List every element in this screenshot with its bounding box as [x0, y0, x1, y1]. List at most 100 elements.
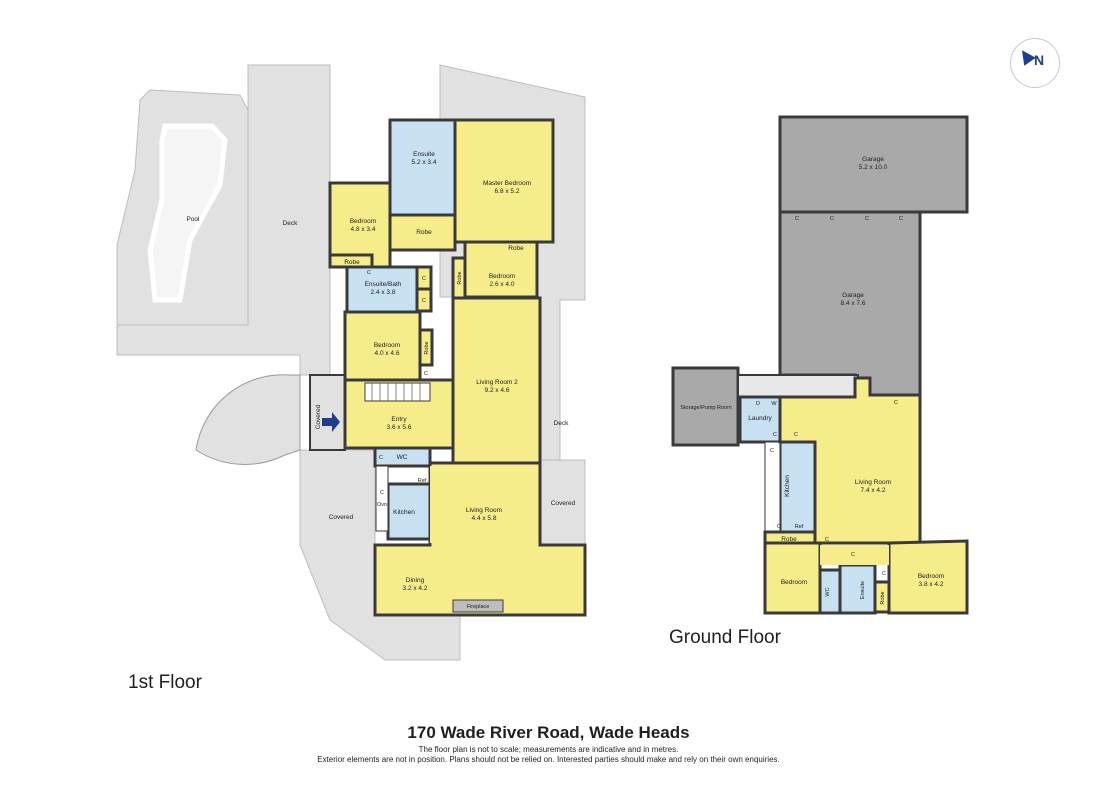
first-floor-labels: Pool Deck Deck Covered Covered Covered E… [186, 151, 575, 610]
storage-label: Storage/Pump Room [680, 405, 732, 411]
kitchen-living-fill [430, 466, 538, 543]
oven-label: Ovn [377, 502, 387, 508]
entrance-arrow-icon [322, 412, 340, 432]
w-label: W [771, 401, 777, 407]
dining-size: 3.2 x 4.2 [403, 585, 428, 592]
gf-hall [820, 545, 889, 565]
gf-robe-b-label: Robe [880, 591, 886, 604]
spiral-stairs [195, 374, 301, 465]
ground-floor-plan [671, 115, 969, 615]
gf-robe-a-room [763, 530, 817, 545]
bedroom1-size: 4.8 x 3.4 [351, 226, 376, 233]
ensuite-name: Ensuite [413, 151, 435, 158]
bedroom3-name: Bedroom [374, 342, 400, 349]
gf-c2: C [794, 432, 798, 438]
closet-c2-label: C [422, 298, 426, 304]
laundry-room [738, 395, 782, 444]
entry-stairs [364, 382, 431, 402]
kitchen-bench-left [375, 465, 389, 532]
first-floor-title: 1st Floor [128, 672, 202, 693]
garage1-name: Garage [862, 156, 884, 163]
living2-size: 9.2 x 4.6 [485, 387, 510, 394]
pool-outline [147, 123, 228, 303]
bedroom2-size: 2.6 x 4.0 [490, 281, 515, 288]
fireplace-box [452, 599, 504, 613]
north-compass: N [1010, 38, 1060, 88]
garage-c3: C [865, 216, 869, 222]
disclaimer-line-1: The floor plan is not to scale; measurem… [418, 745, 679, 754]
ensuite-bath-name: Ensuite/Bath [365, 281, 402, 288]
garage-c1: C [795, 216, 799, 222]
garage1-size: 5.2 x 10.0 [859, 164, 888, 171]
master-name: Master Bedroom [483, 180, 531, 187]
bedroom1-name: Bedroom [350, 218, 376, 225]
robe-e-label: Robe [424, 341, 430, 354]
gf-ensuite-room [838, 563, 877, 615]
bedroom3-size: 4.0 x 4.6 [375, 350, 400, 357]
living-name: Living Room [466, 507, 502, 514]
robe-b-label: Robe [344, 259, 360, 266]
garage-c2: C [830, 216, 834, 222]
gf-c6: C [825, 537, 829, 543]
entry-size: 3.6 x 5.6 [387, 424, 412, 431]
master-size: 6.8 x 5.2 [495, 188, 520, 195]
gf-bedroom-right-size: 3.8 x 4.2 [919, 581, 944, 588]
ensuite-size: 5.2 x 3.4 [412, 159, 437, 166]
robe-e-room [418, 328, 434, 367]
gf-ref-label: Ref [795, 524, 804, 530]
closet-c1-label: C [422, 276, 426, 282]
robe-c-label: Robe [508, 245, 524, 252]
ensuite-bath-room [345, 265, 419, 314]
exterior-covered-left [299, 449, 461, 661]
wc-label: WC [397, 454, 408, 461]
gf-c5: C [777, 524, 781, 530]
gf-kitchen-bench [764, 441, 781, 533]
gf-bedroom-right-room [887, 539, 969, 615]
covered-right-label: Covered [551, 500, 576, 507]
gf-ensuite-label: Ensuite [860, 581, 866, 599]
garage-c4: C [899, 216, 903, 222]
master-bedroom-room [453, 118, 555, 244]
disclaimer-line-2: Exterior elements are not in position. P… [317, 755, 780, 764]
ensuite-bath-size: 2.4 x 3.8 [371, 289, 396, 296]
gf-c1: C [773, 432, 777, 438]
robe-d-label: Robe [457, 271, 463, 284]
robe-a-room [388, 213, 457, 252]
gf-c8: C [882, 571, 886, 577]
gf-c7: C [851, 552, 855, 558]
ground-floor-title: Ground Floor [669, 627, 781, 648]
kitchen-label: Kitchen [393, 509, 415, 516]
ground-floor-labels: Garage 5.2 x 10.0 C C C C Garage 8.4 x 7… [680, 156, 944, 605]
ref-label: Ref [418, 478, 427, 484]
gf-robe-a-label: Robe [781, 536, 797, 543]
garage2-size: 8.4 x 7.6 [841, 300, 866, 307]
covered-left-label: Covered [329, 514, 354, 521]
closet-c2 [415, 287, 433, 313]
gf-bedroom-left-room [763, 541, 822, 615]
bedroom1-room [328, 181, 392, 269]
closet-c3-label: C [367, 270, 371, 276]
kitchen-room [386, 482, 432, 541]
deck-right-label: Deck [554, 420, 570, 427]
bedroom2-name: Bedroom [489, 273, 515, 280]
wc-room [373, 446, 432, 468]
dining-name: Dining [406, 577, 425, 584]
laundry-label: Laundry [748, 415, 772, 422]
fireplace-label: Fireplace [467, 604, 490, 610]
deck-left-label: Deck [283, 220, 299, 227]
first-floor-plan [116, 64, 587, 661]
robe-a-label: Robe [416, 229, 432, 236]
closet-c5-label: C [379, 455, 383, 461]
closet-c4-label: C [424, 371, 428, 377]
bedroom2-room [463, 240, 539, 299]
entry-name: Entry [391, 416, 407, 423]
gf-kitchen-label: Kitchen [784, 475, 791, 497]
garage1-room [778, 115, 969, 214]
north-arrow-icon [1016, 46, 1036, 66]
storage-room [671, 366, 740, 447]
gf-c4: C [894, 400, 898, 406]
d-label: D [756, 401, 760, 407]
stair-strip [737, 374, 859, 398]
covered-entry-landing [309, 374, 346, 451]
